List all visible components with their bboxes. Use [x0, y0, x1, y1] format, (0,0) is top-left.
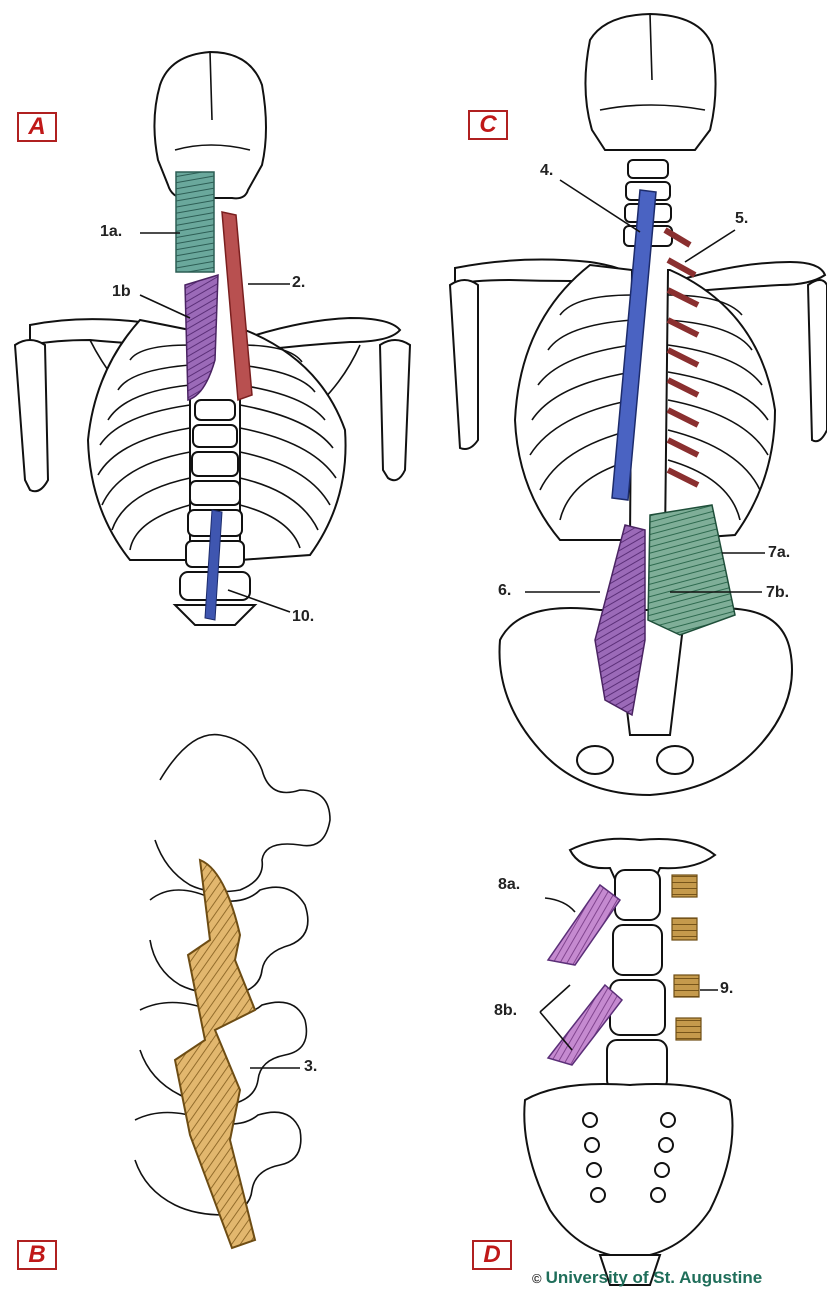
- callout-8a: 8a.: [498, 876, 520, 894]
- panel-label-b: B: [17, 1240, 57, 1270]
- muscle-6: [595, 525, 645, 715]
- callout-7a: 7a.: [768, 544, 790, 562]
- panel-label-c: C: [468, 110, 508, 140]
- callout-1a: 1a.: [100, 223, 122, 241]
- copyright-icon: ©: [532, 1271, 542, 1286]
- muscle-1a: [176, 172, 214, 272]
- callout-3: 3.: [304, 1058, 317, 1076]
- muscle-1b: [185, 275, 218, 400]
- panel-d-lumbar: [524, 839, 732, 1285]
- callout-10: 10.: [292, 608, 314, 626]
- callout-6: 6.: [498, 582, 511, 600]
- panel-label-a: A: [17, 112, 57, 142]
- callout-1b: 1b: [112, 283, 131, 301]
- muscle-9: [672, 875, 701, 1040]
- muscle-8a: [548, 885, 620, 965]
- callout-2: 2.: [292, 274, 305, 292]
- muscle-3: [175, 860, 255, 1248]
- callout-7b: 7b.: [766, 584, 789, 602]
- callout-4: 4.: [540, 162, 553, 180]
- callout-9: 9.: [720, 980, 733, 998]
- callout-5: 5.: [735, 210, 748, 228]
- callout-8b: 8b.: [494, 1002, 517, 1020]
- muscle-2: [222, 212, 252, 400]
- copyright-credit: © University of St. Augustine: [532, 1268, 762, 1288]
- credit-text: University of St. Augustine: [546, 1268, 763, 1287]
- panel-label-d: D: [472, 1240, 512, 1270]
